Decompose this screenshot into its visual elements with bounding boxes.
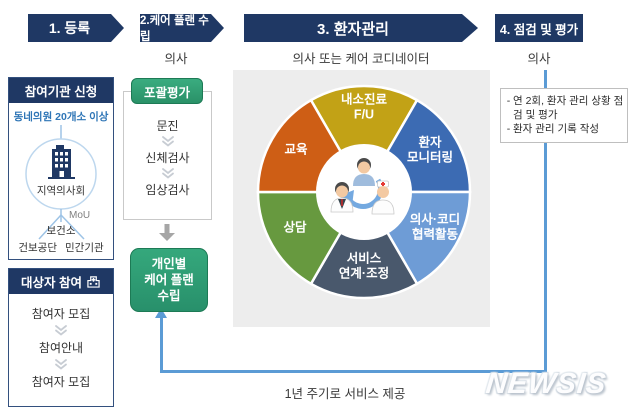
step-label: 2.케어 플랜 수립 xyxy=(140,15,209,43)
participant-step-guide: 참여안내 xyxy=(38,341,84,355)
participant-box-title: 대상자 참여 xyxy=(21,276,82,290)
step-banner-register: 1. 등록 xyxy=(28,14,124,42)
step-actor-doctor-or-coordinator: 의사 또는 케어 코디네이터 xyxy=(292,52,430,66)
step-label: 3. 환자관리 xyxy=(317,20,389,38)
assessment-title: 포괄평가 xyxy=(131,78,203,104)
wheel-segment xyxy=(309,189,419,300)
feedback-arrow-up-icon xyxy=(155,308,167,318)
review-note-box: 연 2회, 환자 관리 상황 점검 및 평가 환자 관리 기록 작성 xyxy=(500,88,628,143)
wheel-center xyxy=(316,144,412,240)
chevron-down-icon xyxy=(55,325,67,336)
participant-step-recruit-2: 참여자 모집 xyxy=(31,375,91,389)
chevron-down-icon xyxy=(55,359,67,370)
building-icon xyxy=(48,145,75,179)
step-banner-review: 4. 점검 및 평가 xyxy=(495,14,583,42)
assessment-box: 문진 신체검사 임상검사 xyxy=(123,91,212,220)
bullet-dash xyxy=(504,122,513,136)
wheel-label-monitoring: 환자 모니터링 xyxy=(406,135,454,164)
wheel-label-clinic-fu: 내소진료 F/U xyxy=(340,92,388,121)
hospital-icon xyxy=(87,276,100,288)
feedback-line-bottom xyxy=(160,370,546,373)
review-note-item: 연 2회, 환자 관리 상황 점검 및 평가 xyxy=(504,94,624,122)
wheel-label-education: 교육 xyxy=(284,142,308,157)
chevron-down-icon xyxy=(161,168,174,179)
step-label: 1. 등록 xyxy=(48,20,91,36)
review-note-item: 환자 관리 기록 작성 xyxy=(504,122,624,136)
org-node-health-center: 보건소 xyxy=(46,225,76,237)
wheel-label-doctor-coordi: 의사·코디 협력활동 xyxy=(409,212,461,241)
org-node-nhis: 건보공단 xyxy=(18,242,57,254)
step-banner-care-plan: 2.케어 플랜 수립 xyxy=(140,14,224,42)
step-label: 4. 점검 및 평가 xyxy=(499,22,579,37)
neighborhood-clinics-label: 동네의원 20개소 이상 xyxy=(13,111,109,123)
participant-box: 대상자 참여 참여자 모집 참여안내 참여자 모집 xyxy=(8,268,114,407)
regional-assoc-label: 지역의사회 xyxy=(36,185,86,197)
participant-step-recruit-1: 참여자 모집 xyxy=(31,307,91,321)
care-wheel-slices xyxy=(256,84,472,300)
wheel-segment xyxy=(309,84,419,195)
care-team-illustration xyxy=(330,158,395,215)
newsis-watermark: NEWSIS xyxy=(484,368,609,400)
assessment-step-physical: 신체검사 xyxy=(145,151,190,165)
mou-label: MoU xyxy=(69,210,91,221)
org-node-private: 민간기관 xyxy=(65,242,104,254)
bullet-dash xyxy=(504,94,513,122)
feedback-line-left xyxy=(160,317,163,371)
assessment-step-interview: 문진 xyxy=(156,119,179,133)
wheel-label-counsel: 상담 xyxy=(283,220,307,235)
step-banner-patient-mgmt: 3. 환자관리 xyxy=(244,14,478,42)
down-arrow-icon xyxy=(159,224,175,241)
step-actor-doctor: 의사 xyxy=(164,52,188,66)
cycle-period-label: 1년 주기로 서비스 제공 xyxy=(284,387,406,401)
care-wheel xyxy=(256,84,472,300)
care-plan-result-box: 개인별 케어 플랜 수립 xyxy=(130,248,208,312)
org-application-box: 참여기관 신청 동네의원 20개소 이상 지역의사회 MoU 보건소 건보공단 … xyxy=(8,77,114,260)
org-box-title: 참여기관 신청 xyxy=(9,78,113,103)
feedback-line-right xyxy=(544,70,547,372)
wheel-label-service-link: 서비스 연계·조정 xyxy=(338,251,390,280)
assessment-step-clinical: 임상검사 xyxy=(145,183,190,197)
chevron-down-icon xyxy=(161,136,174,147)
org-diagram xyxy=(25,125,97,240)
step-actor-doctor-2: 의사 xyxy=(527,52,551,66)
